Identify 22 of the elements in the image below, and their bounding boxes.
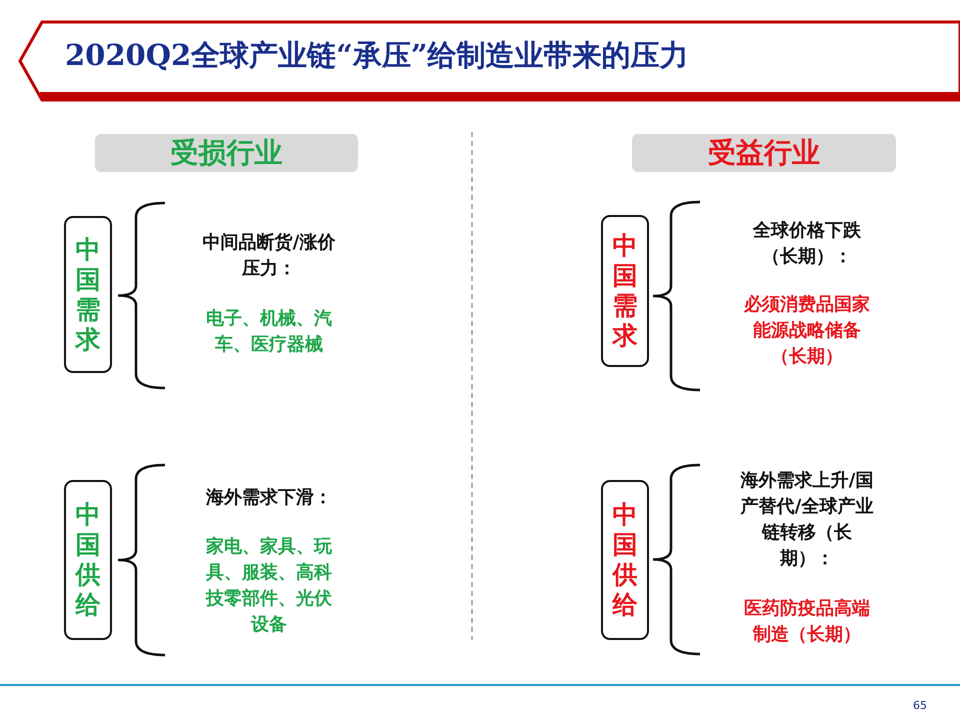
section-header <box>95 134 358 172</box>
category-box <box>601 215 649 367</box>
item-list: 必须消费品国家能源战略储备（长期） <box>738 292 876 370</box>
category-label: 中国供给 <box>612 500 638 620</box>
item-list: 电子、机械、汽车、医疗器械 <box>200 306 338 358</box>
category-label: 中国需求 <box>74 234 102 354</box>
category-label: 中国供给 <box>74 500 102 620</box>
section-header <box>632 134 896 172</box>
category-box <box>64 480 112 640</box>
item-list: 家电、家具、玩具、服装、高科技零部件、光伏设备 <box>200 534 338 638</box>
item-list: 医药防疫品高端制造（长期） <box>738 596 876 648</box>
header-text: 受损行业 <box>170 135 282 171</box>
slide-title: 2020Q2全球产业链“承压”给制造业带来的压力 <box>65 37 690 74</box>
note-heading: 海外需求上升/国产替代/全球产业链转移（长期）： <box>739 469 874 571</box>
header-text: 受益行业 <box>708 135 820 171</box>
note-heading: 全球价格下跌（长期）： <box>752 219 862 269</box>
category-box <box>601 480 649 640</box>
page-number: 65 <box>912 699 928 712</box>
category-label: 中国需求 <box>612 231 638 351</box>
note-heading: 中间品断货/涨价压力： <box>202 231 336 281</box>
note-heading: 海外需求下滑： <box>204 486 333 510</box>
category-box <box>64 216 112 373</box>
